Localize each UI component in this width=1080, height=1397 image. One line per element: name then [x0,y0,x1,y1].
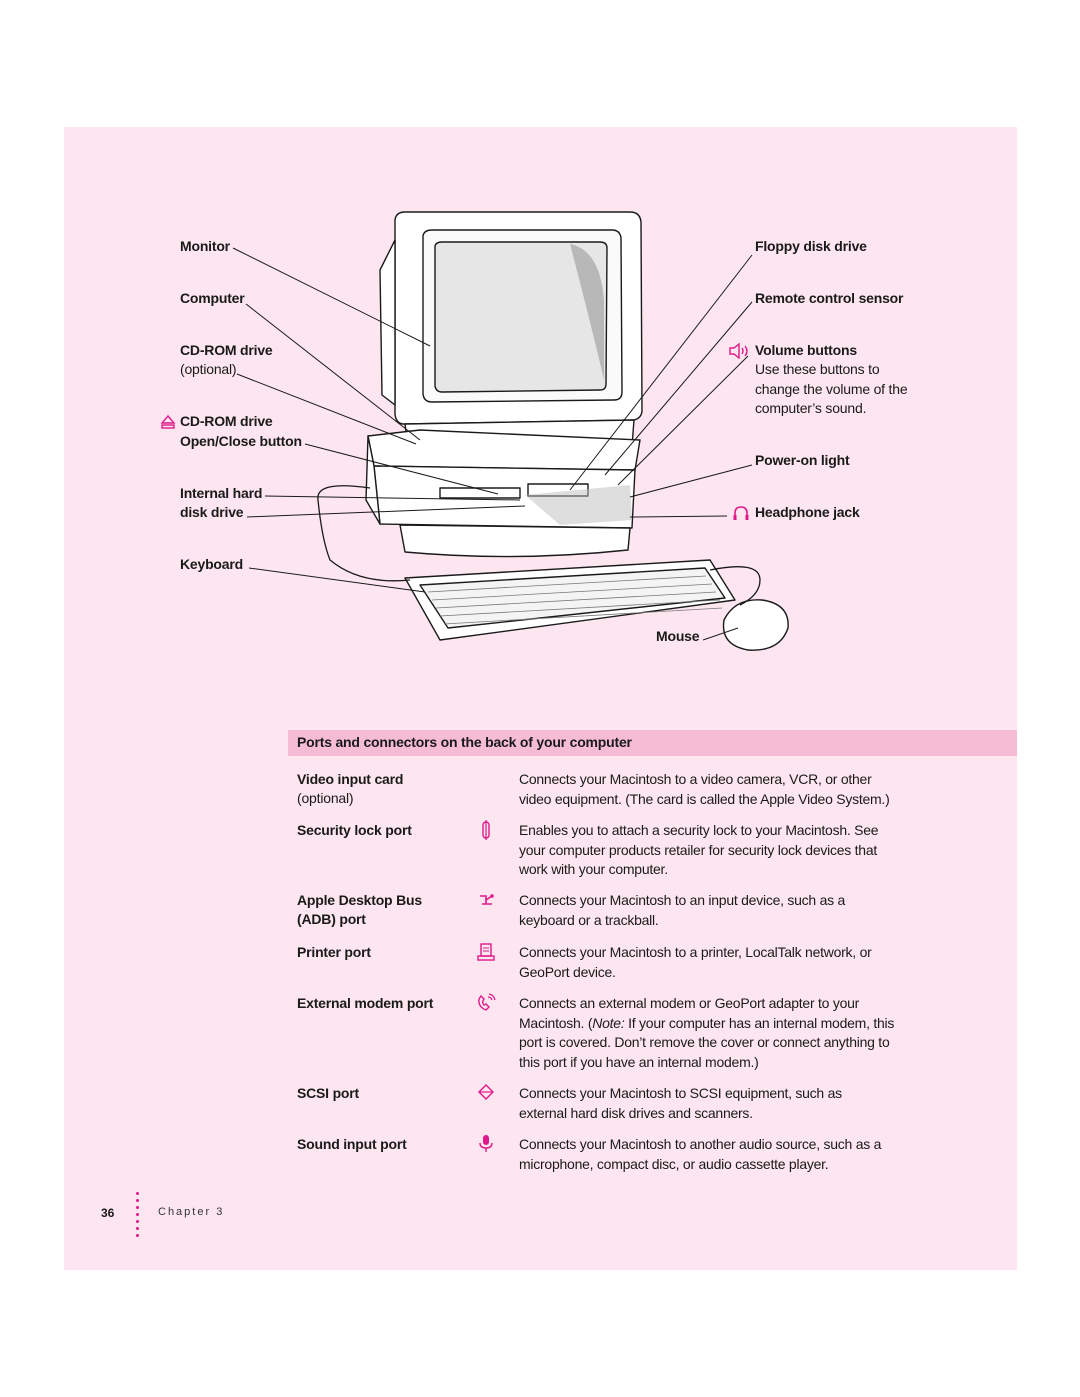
port-name-scsi: SCSI port [297,1085,359,1101]
port-desc-printer: Connects your Macintosh to a printer, Lo… [519,944,872,980]
port-name-adb: Apple Desktop Bus [297,892,422,908]
cdrom-drive-label: CD-ROM drive [180,342,273,358]
keyboard-label: Keyboard [180,556,243,572]
eject-icon [160,415,176,429]
chapter-dots [136,1192,140,1241]
port-desc-sound-input: Connects your Macintosh to another audio… [519,1136,882,1172]
monitor-label: Monitor [180,238,230,254]
speaker-icon [729,343,748,359]
modem-icon [478,993,496,1011]
port-name-printer: Printer port [297,944,371,960]
microphone-icon [479,1135,493,1152]
port-desc-modem: Connects an external modem or GeoPort ad… [519,994,939,1072]
port-name-video: Video input card [297,771,404,787]
remote-sensor-label: Remote control sensor [755,290,904,306]
computer-illustration [232,211,789,651]
port-name-adb-2: (ADB) port [297,911,366,927]
volume-desc-1: Use these buttons to [755,361,880,377]
internal-hd-label-2: disk drive [180,504,244,520]
port-desc-security: Enables you to attach a security lock to… [519,822,879,877]
ports-heading: Ports and connectors on the back of your… [297,734,632,750]
volume-desc-2: change the volume of the [755,381,908,397]
port-desc-scsi: Connects your Macintosh to SCSI equipmen… [519,1085,842,1121]
headphone-label: Headphone jack [755,504,860,520]
port-name-security: Security lock port [297,822,412,838]
power-light-label: Power-on light [755,452,850,468]
port-name-video-optional: (optional) [297,790,354,806]
ports-header-bar [288,730,1017,756]
port-desc-adb: Connects your Macintosh to an input devi… [519,892,846,928]
headphone-icon [733,506,749,520]
floppy-label: Floppy disk drive [755,238,867,254]
printer-icon [477,943,495,961]
volume-buttons-label: Volume buttons [755,342,857,358]
adb-icon [480,894,494,905]
cdrom-button-label-2: Open/Close button [180,433,302,449]
internal-hd-label-1: Internal hard [180,485,263,501]
port-desc-video: Connects your Macintosh to a video camer… [519,771,890,807]
mouse-label: Mouse [656,628,700,644]
chapter-label: Chapter 3 [158,1206,225,1218]
port-desc-modem-line-2: Macintosh. (Note: If your computer has a… [519,1014,895,1031]
page-number: 36 [101,1206,115,1220]
cdrom-optional-label: (optional) [180,361,237,377]
cdrom-button-label-1: CD-ROM drive [180,413,273,429]
scsi-icon [478,1084,494,1100]
security-lock-icon [482,820,490,840]
volume-desc-3: computer’s sound. [755,400,867,416]
port-name-modem: External modem port [297,995,434,1011]
computer-label: Computer [180,290,245,306]
port-name-sound-input: Sound input port [297,1136,407,1152]
